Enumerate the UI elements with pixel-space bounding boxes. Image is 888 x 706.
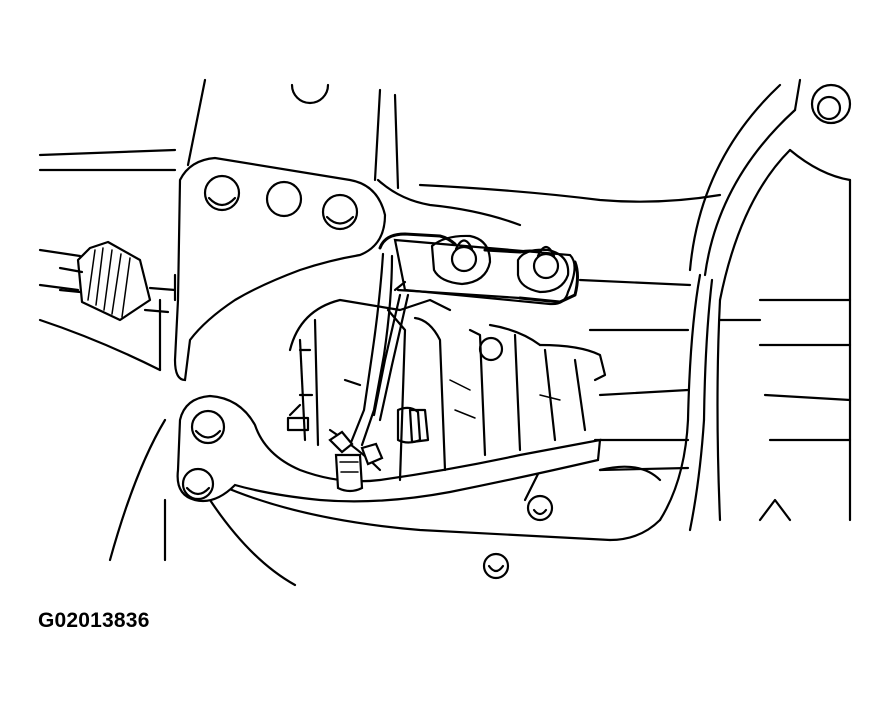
background-holes: [290, 83, 852, 580]
figure-id-label: G02013836: [38, 609, 150, 632]
boot-joint: [58, 240, 177, 322]
sensor-connector: [328, 430, 384, 493]
upper-bracket: [173, 156, 387, 382]
background-structure: [38, 78, 852, 587]
case-bolts: [288, 403, 430, 444]
heat-shield-plate: [393, 234, 576, 306]
sensor-wire: [348, 232, 579, 447]
lower-bracket: [176, 394, 602, 503]
case-body: [286, 298, 607, 482]
